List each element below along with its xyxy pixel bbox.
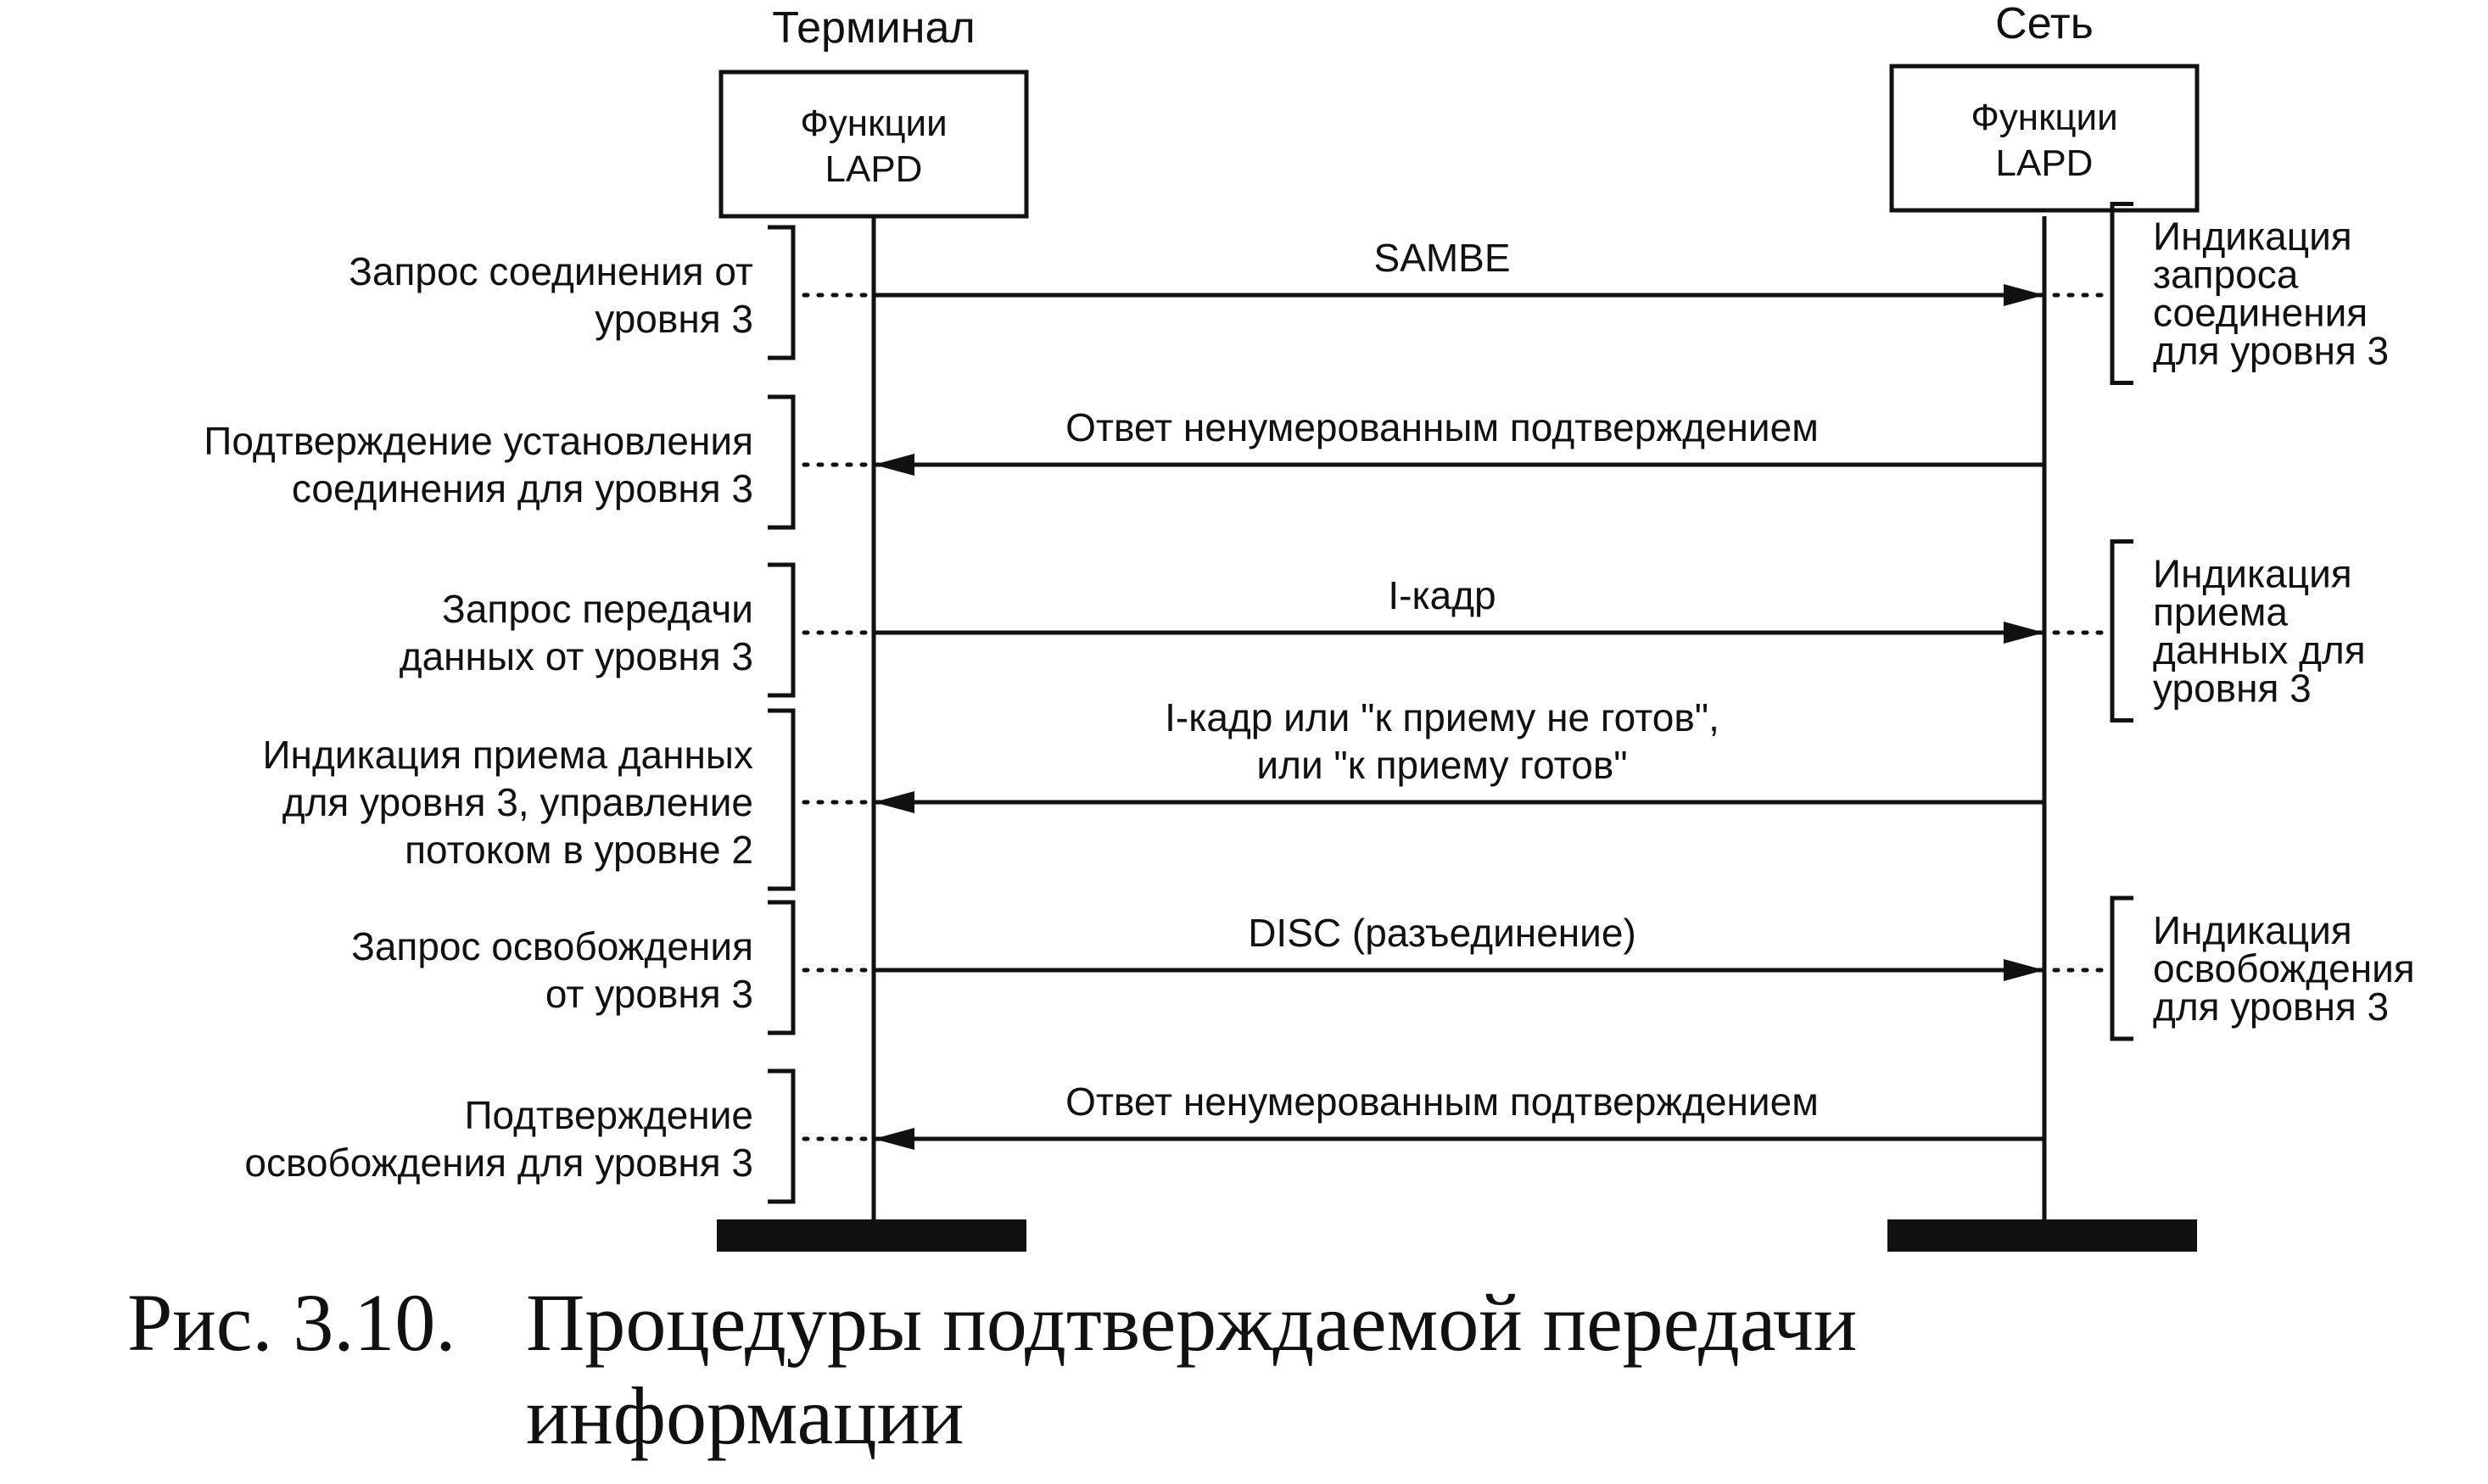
terminal-header: Терминал [772,3,975,53]
message-4: I-кадр или "к приему не готов",или "к пр… [874,695,2044,813]
message-label: Ответ ненумерованным подтверждением [1065,1080,1819,1124]
right-label-text: Индикация [2153,552,2352,596]
arrowhead [874,454,914,476]
left-label-text: уровня 3 [595,297,753,341]
left-label-text: Подтверждение установления [204,419,753,463]
message-label: SAMBE [1373,236,1510,280]
caption-text: информации [526,1370,964,1461]
network-header: Сеть [1995,0,2094,48]
right-label-text: данных для [2153,628,2366,672]
terminal-box-text: Функции [800,103,947,144]
arrowhead [874,791,914,813]
terminal-lapd-box [718,70,1029,219]
caption-number: Рис. 3.10. [127,1277,456,1368]
left-bracket [768,394,796,530]
network-box-text: LAPD [1996,142,2094,184]
left-bracket [768,225,796,360]
left-label-text: освобождения для уровня 3 [244,1141,753,1185]
left-label-text: Запрос соединения от [349,249,753,293]
left-label-text: Индикация приема данных [262,733,753,777]
right-label-text: приема [2153,590,2288,634]
right-label-text: освобождения [2153,946,2415,990]
right-label-text: для уровня 3 [2153,985,2389,1029]
left-bracket [768,1068,796,1204]
arrowhead [2004,959,2044,981]
arrowhead [2004,622,2044,644]
message-6: Ответ ненумерованным подтверждением [874,1080,2044,1150]
right-label-text: Индикация [2153,215,2352,259]
right-bracket [2110,895,2133,1041]
network-lapd-box [1889,64,2200,213]
left-bracket [768,708,796,891]
left-label-text: Запрос передачи [442,587,753,631]
terminal-box-text: LAPD [825,148,923,190]
caption-text: Процедуры подтверждаемой передачи [526,1277,1857,1368]
message-label: или "к приему готов" [1256,743,1627,787]
right-label-text: запроса [2153,253,2299,297]
arrowhead [2004,284,2044,306]
right-bracket [2110,202,2133,385]
left-label-text: Запрос освобождения [351,924,753,968]
message-5: DISC (разъединение) [874,911,2044,981]
figure-caption: Рис. 3.10. Процедуры подтверждаемой перед… [127,1277,1857,1461]
arrowhead [874,1128,914,1150]
left-label-text: Подтверждение [464,1093,753,1137]
right-bracket [2110,539,2133,722]
left-bracket [768,900,796,1035]
left-label-text: от уровня 3 [545,972,753,1016]
message-3: I-кадр [874,573,2044,644]
left-label-text: данных от уровня 3 [400,634,753,678]
left-bracket [768,562,796,698]
left-label-text: для уровня 3, управление [282,780,753,824]
message-label: DISC (разъединение) [1248,911,1636,955]
right-label-text: Индикация [2153,908,2352,952]
message-label: I-кадр [1388,573,1496,617]
terminal-base-bar [717,1219,1026,1252]
right-label-text: соединения [2153,291,2368,335]
left-label-text: потоком в уровне 2 [405,828,753,872]
network-base-bar [1887,1219,2197,1252]
message-2: Ответ ненумерованным подтверждением [874,405,2044,476]
network-box-text: Функции [1971,97,2117,138]
message-label: Ответ ненумерованным подтверждением [1065,405,1819,449]
right-label-text: для уровня 3 [2153,329,2389,373]
message-label: I-кадр или "к приему не готов", [1165,695,1719,739]
left-label-text: соединения для уровня 3 [292,466,753,510]
right-label-text: уровня 3 [2153,667,2312,711]
message-1: SAMBE [874,236,2044,306]
